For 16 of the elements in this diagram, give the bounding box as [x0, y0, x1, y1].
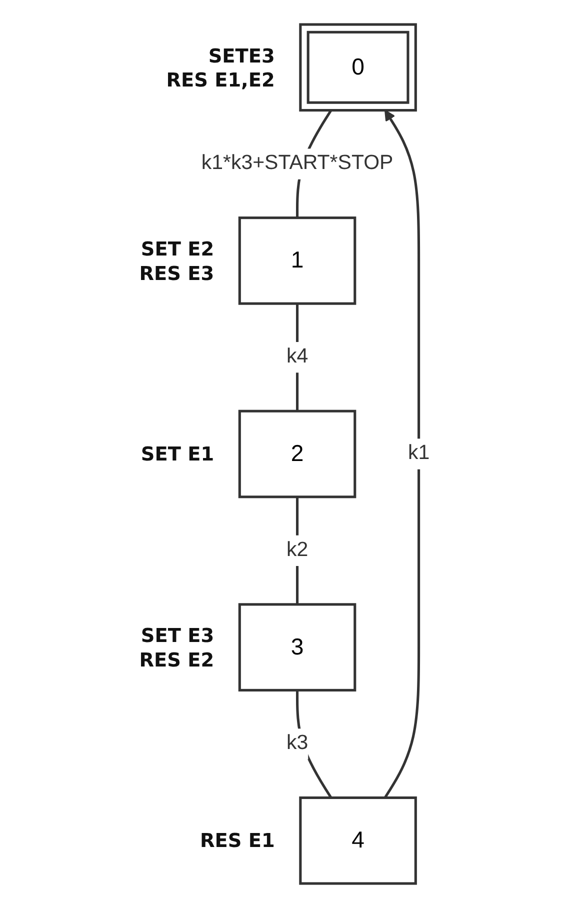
step-action: RES E1 [200, 829, 276, 852]
node-box: 1 [238, 216, 357, 305]
edge-label: k2 [286, 539, 309, 561]
node-box: 4 [300, 796, 418, 885]
step-action: SET E1 [141, 442, 214, 466]
node-box: 2 [238, 410, 357, 498]
edge-label: k4 [286, 346, 309, 368]
step-action: SET E2 RES E3 [140, 238, 214, 285]
step-action: SET E3 RES E2 [140, 624, 214, 672]
edge-label: k1 [408, 442, 430, 464]
edge-label: k1*k3+START*STOP [202, 152, 394, 174]
node-box: 3 [238, 603, 357, 692]
arrow [384, 110, 421, 798]
node-box: 0 [300, 23, 418, 112]
edge-label: k3 [286, 732, 309, 754]
step-action: SETE3 RES E1,E2 [166, 44, 276, 92]
